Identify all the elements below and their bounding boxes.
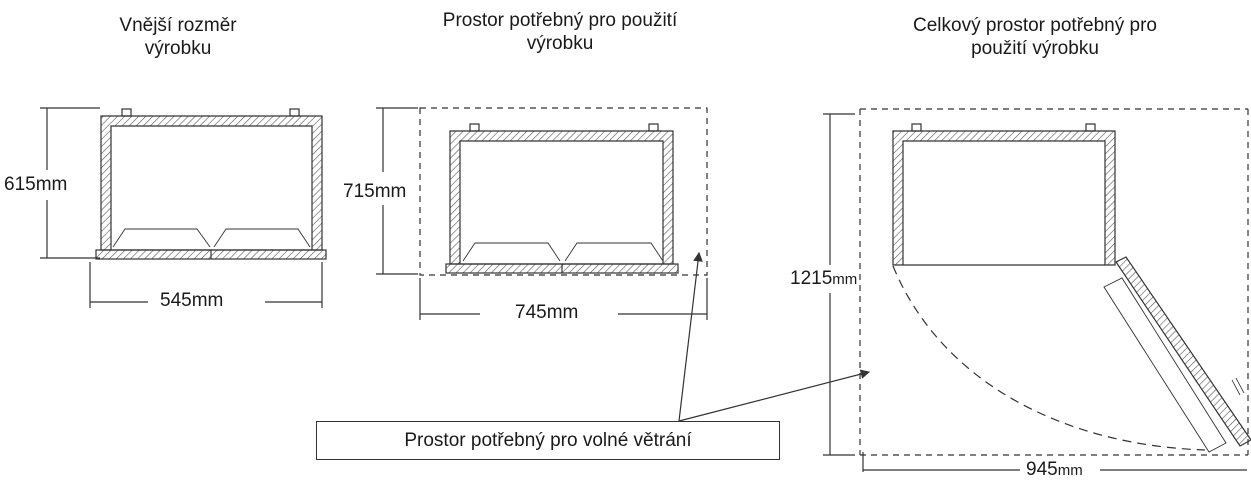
fridge-top-view-2 bbox=[445, 123, 679, 274]
total-depth-label: 1215mm bbox=[790, 268, 857, 290]
total-width-value: 945 bbox=[1026, 459, 1058, 480]
title-total-space: Celkový prostor potřebný pro použití výr… bbox=[860, 14, 1210, 60]
ventilation-boundary-2 bbox=[419, 107, 708, 276]
title-outer-line1: Vnější rozměr bbox=[119, 15, 237, 36]
use-width-label: 745mm bbox=[515, 302, 579, 323]
title-total-line1: Celkový prostor potřebný pro bbox=[913, 15, 1157, 36]
outer-width-label: 545mm bbox=[160, 290, 224, 311]
dimension-lines-2 bbox=[376, 107, 708, 320]
title-total-line2: použití výrobku bbox=[971, 38, 1099, 59]
title-outer-line2: výrobku bbox=[144, 38, 212, 59]
fridge-top-view-1 bbox=[95, 108, 327, 260]
title-space-for-use: Prostor potřebný pro použití výrobku bbox=[380, 9, 740, 55]
total-width-unit: mm bbox=[1057, 462, 1083, 479]
use-depth-label: 715mm bbox=[343, 181, 407, 202]
callout-arrows bbox=[678, 251, 871, 422]
ventilation-callout: Prostor potřebný pro volné větrání bbox=[316, 421, 780, 460]
outer-depth-label: 615mm bbox=[4, 174, 68, 195]
total-depth-unit: mm bbox=[832, 271, 858, 288]
total-depth-value: 1215 bbox=[790, 268, 833, 289]
dimension-lines-3 bbox=[823, 113, 1247, 472]
title-use-line2: výrobku bbox=[526, 33, 594, 54]
total-width-label: 945mm bbox=[1026, 459, 1083, 481]
fridge-top-view-3 bbox=[892, 123, 1251, 453]
title-outer-dimension: Vnější rozměr výrobku bbox=[58, 14, 298, 60]
door-swing-arc bbox=[892, 265, 1206, 451]
title-use-line1: Prostor potřebný pro použití bbox=[442, 10, 678, 31]
ventilation-boundary-3 bbox=[859, 108, 1249, 456]
dimension-lines-1 bbox=[40, 107, 323, 308]
